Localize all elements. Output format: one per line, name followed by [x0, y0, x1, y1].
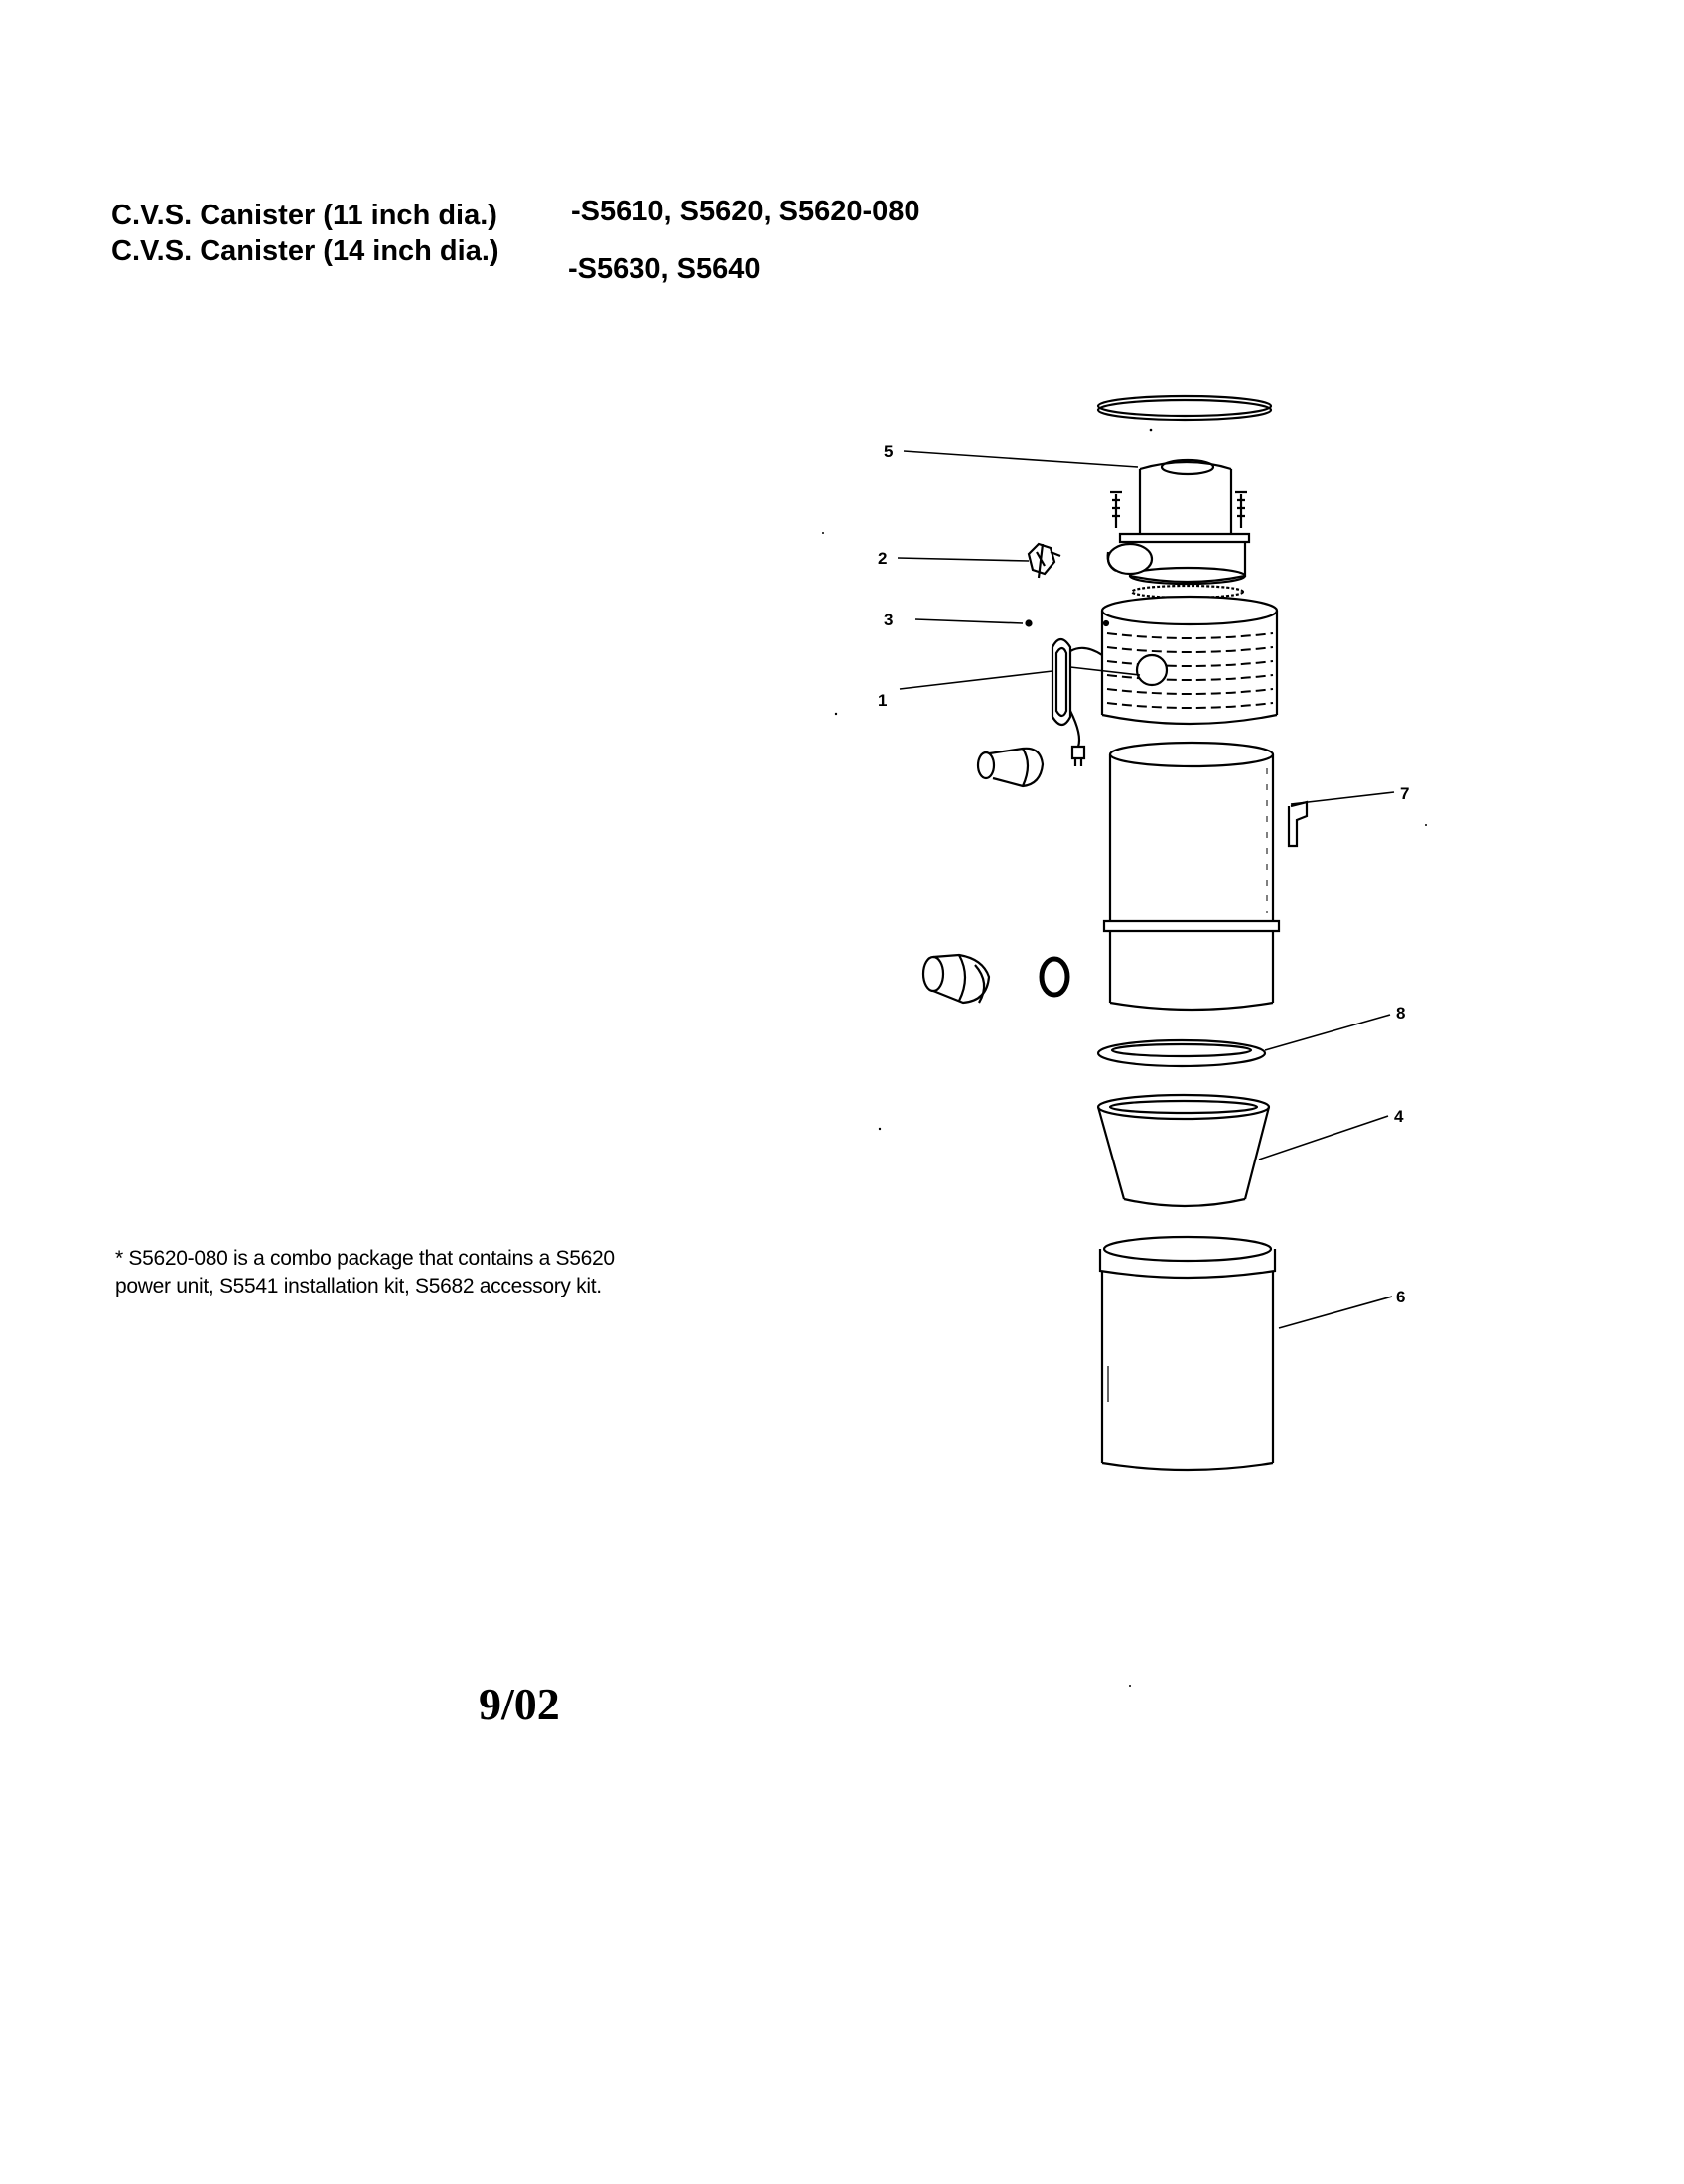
callout-8: 8 — [1396, 1004, 1405, 1023]
callout-2: 2 — [878, 549, 887, 568]
top-lid-part — [1096, 394, 1273, 422]
revision-date: 9/02 — [479, 1679, 560, 1729]
callout-7: 7 — [1400, 784, 1409, 803]
callout-1: 1 — [878, 691, 887, 710]
mounting-bracket-part — [1287, 800, 1309, 848]
inlet-elbow-lower-part — [921, 953, 991, 1005]
main-canister-part — [1102, 741, 1281, 1012]
fastener-part — [1025, 619, 1033, 627]
scan-specks — [822, 428, 1427, 1687]
header-model-11in: C.V.S. Canister (11 inch dia.) — [111, 200, 497, 231]
callout-3: 3 — [884, 611, 893, 629]
motor-part — [1106, 458, 1251, 600]
inlet-elbow-upper-part — [976, 747, 1045, 788]
callout-4: 4 — [1394, 1107, 1404, 1126]
power-cord-part — [1051, 637, 1103, 766]
collection-bucket-part — [1098, 1235, 1277, 1472]
leader-lines — [897, 450, 1395, 1329]
combo-package-note: * S5620-080 is a combo package that cont… — [115, 1245, 615, 1300]
switch-part — [1027, 542, 1061, 579]
callout-5: 5 — [884, 442, 893, 461]
o-ring-part — [1039, 956, 1070, 998]
note-line-1: * S5620-080 is a combo package that cont… — [115, 1247, 615, 1270]
callout-6: 6 — [1396, 1288, 1405, 1306]
header-parts-14in: -S5630, S5640 — [568, 253, 761, 285]
gasket-ring-part — [1096, 1038, 1267, 1068]
header-parts-11in: -S5610, S5620, S5620-080 — [571, 196, 920, 227]
upper-housing-part — [1100, 595, 1279, 726]
note-line-2: power unit, S5541 installation kit, S568… — [115, 1275, 602, 1297]
cone-filter-part — [1096, 1093, 1271, 1208]
header-model-14in: C.V.S. Canister (14 inch dia.) — [111, 235, 499, 267]
